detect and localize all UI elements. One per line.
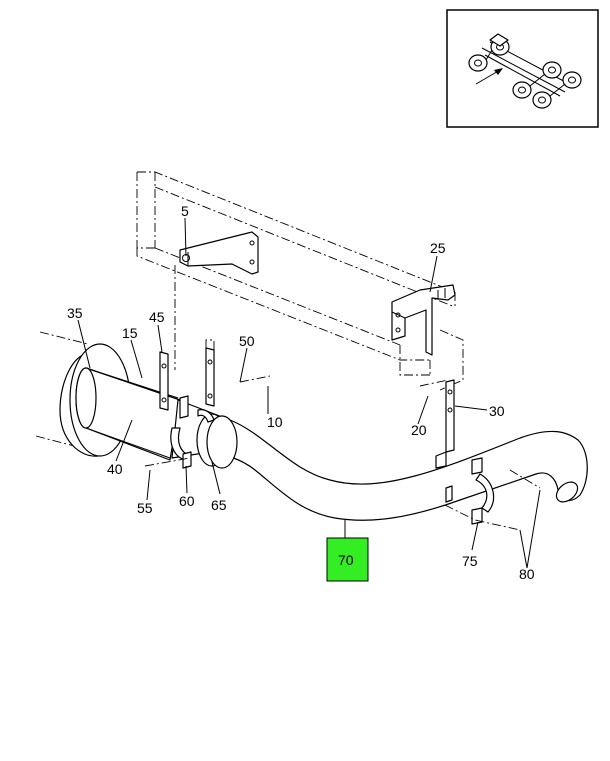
frame-bracket-25 — [391, 284, 456, 356]
callout-5: 5 — [181, 203, 189, 219]
callout-70: 70 — [338, 552, 354, 568]
callout-75: 75 — [462, 553, 478, 569]
truck-chassis-locator-icon — [468, 33, 582, 109]
callout-20: 20 — [411, 422, 427, 438]
callout-55: 55 — [137, 500, 153, 516]
frame-rail-phantom — [136, 171, 464, 391]
callout-65: 65 — [211, 497, 227, 513]
callout-10: 10 — [267, 414, 283, 430]
callout-50: 50 — [239, 333, 255, 349]
exhaust-pipe-40 — [75, 367, 181, 461]
callout-80: 80 — [519, 566, 535, 582]
frame-bracket-5 — [179, 231, 259, 275]
exhaust-pipe-70 — [171, 399, 588, 521]
hanger-45 — [159, 339, 215, 411]
highlight-box-70 — [326, 537, 369, 582]
callout-labels: 5 25 35 45 15 50 10 20 30 40 55 60 65 70… — [67, 203, 535, 582]
callout-15: 15 — [122, 325, 138, 341]
callout-60: 60 — [179, 493, 195, 509]
band-clamp-75 — [445, 457, 495, 525]
callout-25: 25 — [430, 240, 446, 256]
fastener-phantom-lines — [144, 375, 541, 531]
locator-inset — [446, 9, 599, 128]
hanger-30 — [435, 379, 455, 469]
callout-35: 35 — [67, 305, 83, 321]
callout-45: 45 — [149, 309, 165, 325]
callout-30: 30 — [489, 403, 505, 419]
pipe-clamp-65 — [196, 413, 238, 469]
band-clamp-60 — [170, 395, 215, 469]
callout-40: 40 — [107, 461, 123, 477]
